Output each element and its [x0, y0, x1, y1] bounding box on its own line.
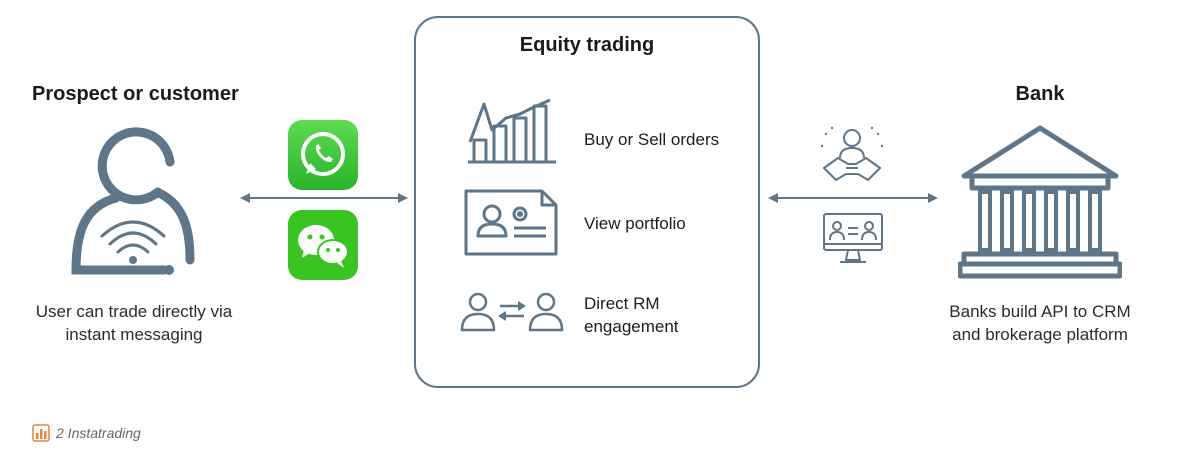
prospect-title: Prospect or customer — [32, 83, 239, 105]
bank-caption-line2: and brokerage platform — [952, 325, 1128, 344]
handshake-icon — [820, 126, 884, 181]
bank-building-icon — [958, 125, 1122, 279]
item-buy-sell-line1: Buy or Sell orders — [584, 130, 720, 149]
people-exchange-icon — [460, 292, 564, 332]
chart-badge-icon — [32, 424, 50, 442]
item-rm-line1: Direct RM — [584, 294, 660, 313]
figure-footer: 2 Instatrading — [32, 424, 141, 442]
equity-trading-title: Equity trading — [519, 34, 655, 56]
wechat-icon[interactable] — [288, 210, 358, 280]
bank-caption: Banks build API to CRM and brokerage pla… — [930, 300, 1150, 346]
bar-chart-icon — [468, 98, 556, 164]
prospect-caption-line2: instant messaging — [65, 325, 203, 344]
item-rm-line2: engagement — [584, 317, 679, 336]
bank-title: Bank — [1015, 83, 1065, 105]
equity-trading-panel — [414, 16, 760, 388]
prospect-caption: User can trade directly via instant mess… — [20, 300, 248, 346]
prospect-caption-line1: User can trade directly via — [35, 302, 233, 321]
item-portfolio-line1: View portfolio — [584, 214, 686, 233]
user-wifi-icon — [71, 127, 195, 275]
monitor-video-call-icon — [823, 213, 883, 263]
whatsapp-icon[interactable] — [288, 120, 358, 190]
left-double-arrow — [240, 193, 408, 203]
bank-caption-line1: Banks build API to CRM — [949, 302, 1131, 321]
item-rm-label: Direct RM engagement — [584, 292, 679, 338]
item-portfolio-label: View portfolio — [584, 212, 686, 235]
portfolio-card-icon — [464, 189, 558, 256]
right-double-arrow — [768, 193, 938, 203]
item-buy-sell-label: Buy or Sell orders — [584, 128, 719, 151]
figure-footer-text: 2 Instatrading — [56, 425, 141, 441]
